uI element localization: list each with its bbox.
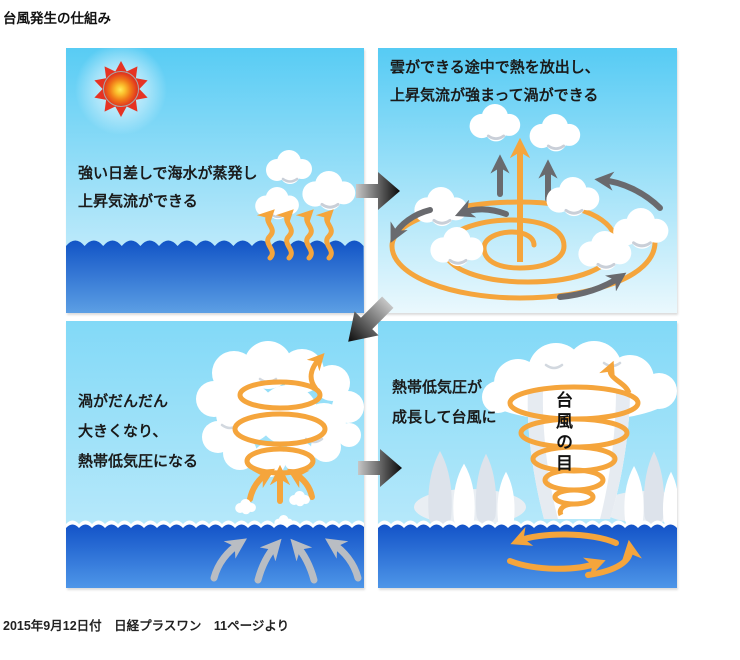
updraft-arrows bbox=[247, 464, 315, 504]
ocean bbox=[66, 524, 364, 588]
ocean bbox=[66, 240, 364, 313]
panel-2-caption: 雲ができる途中で熱を放出し、 上昇気流が強まって渦ができる bbox=[390, 54, 600, 110]
inflow-arrow bbox=[290, 538, 318, 584]
caption-line: 熱帯低気圧になる bbox=[78, 453, 199, 470]
evaporation-arrows bbox=[256, 209, 334, 261]
panel-3-caption: 渦がだんだん 大きくなり、 熱帯低気圧になる bbox=[78, 387, 198, 477]
panel-3-tropical-depression: 渦がだんだん 大きくなり、 熱帯低気圧になる bbox=[66, 321, 364, 588]
arrow-shape bbox=[348, 296, 394, 342]
step-arrow-2-diagonal bbox=[348, 296, 394, 342]
typhoon-eye-label: 台風の目 bbox=[553, 391, 572, 475]
source-caption: 2015年9月12日付 日経プラスワン 11ページより bbox=[3, 619, 290, 633]
inflow-arrows bbox=[210, 538, 362, 584]
caption-line: 大きくなり、 bbox=[78, 423, 168, 440]
panel-4-art bbox=[378, 321, 677, 588]
rotation-arrow bbox=[557, 272, 627, 300]
arrow-shape bbox=[358, 449, 402, 487]
caption-line: 上昇気流ができる bbox=[78, 193, 198, 210]
evaporation-arrow bbox=[295, 209, 314, 261]
caption-line: 成長して台風に bbox=[392, 409, 497, 426]
rotation-arrow bbox=[454, 199, 509, 218]
rotation-arrow bbox=[594, 171, 663, 211]
ocean bbox=[378, 524, 677, 588]
vortex-spiral bbox=[389, 199, 658, 301]
panel-2-art bbox=[378, 48, 677, 313]
evaporation-arrow bbox=[275, 209, 294, 261]
caption-line: 雲ができる途中で熱を放出し、 bbox=[390, 59, 600, 76]
rotation-arrow bbox=[507, 557, 606, 577]
updraft-arrow bbox=[287, 468, 315, 500]
step-arrow-1-right bbox=[356, 172, 400, 210]
evaporation-arrow bbox=[315, 209, 334, 261]
panel-4-typhoon: 熱帯低気圧が 成長して台風に 台風の目 bbox=[378, 321, 677, 588]
panel-1-art bbox=[66, 48, 364, 313]
sun-icon bbox=[94, 61, 148, 117]
rotation-arrow bbox=[510, 526, 619, 546]
updraft-arrow bbox=[247, 468, 275, 502]
gray-updraft-arrows bbox=[490, 154, 558, 202]
rotation-arrow bbox=[390, 207, 433, 243]
arrow-shape bbox=[356, 172, 400, 210]
sea-rotation-arrows bbox=[507, 526, 642, 578]
caption-line: 上昇気流が強まって渦ができる bbox=[390, 87, 599, 104]
vortex-spiral bbox=[232, 352, 328, 476]
rotation-arrows bbox=[390, 171, 663, 300]
inflow-arrow bbox=[254, 538, 282, 584]
caption-line: 強い日差しで海水が蒸発し bbox=[78, 165, 258, 182]
typhoon-spiral bbox=[507, 360, 641, 517]
typhoon-cloud bbox=[414, 341, 677, 528]
inflow-arrow bbox=[210, 538, 247, 582]
rotation-arrow bbox=[585, 539, 642, 578]
panel-3-art bbox=[66, 321, 364, 588]
panel-1-caption: 強い日差しで海水が蒸発し 上昇気流ができる bbox=[78, 160, 258, 216]
step-arrow-3-right bbox=[358, 449, 402, 487]
panel-2-vortex-forms: 雲ができる途中で熱を放出し、 上昇気流が強まって渦ができる bbox=[378, 48, 677, 313]
caption-line: 渦がだんだん bbox=[78, 393, 169, 410]
panel-4-caption: 熱帯低気圧が 成長して台風に bbox=[392, 373, 497, 433]
caption-line: 熱帯低気圧が bbox=[392, 379, 483, 396]
panel-1-evaporation: 強い日差しで海水が蒸発し 上昇気流ができる bbox=[66, 48, 364, 313]
evaporation-arrow bbox=[256, 209, 275, 261]
page-title: 台風発生の仕組み bbox=[3, 11, 111, 26]
inflow-arrow bbox=[325, 538, 362, 582]
